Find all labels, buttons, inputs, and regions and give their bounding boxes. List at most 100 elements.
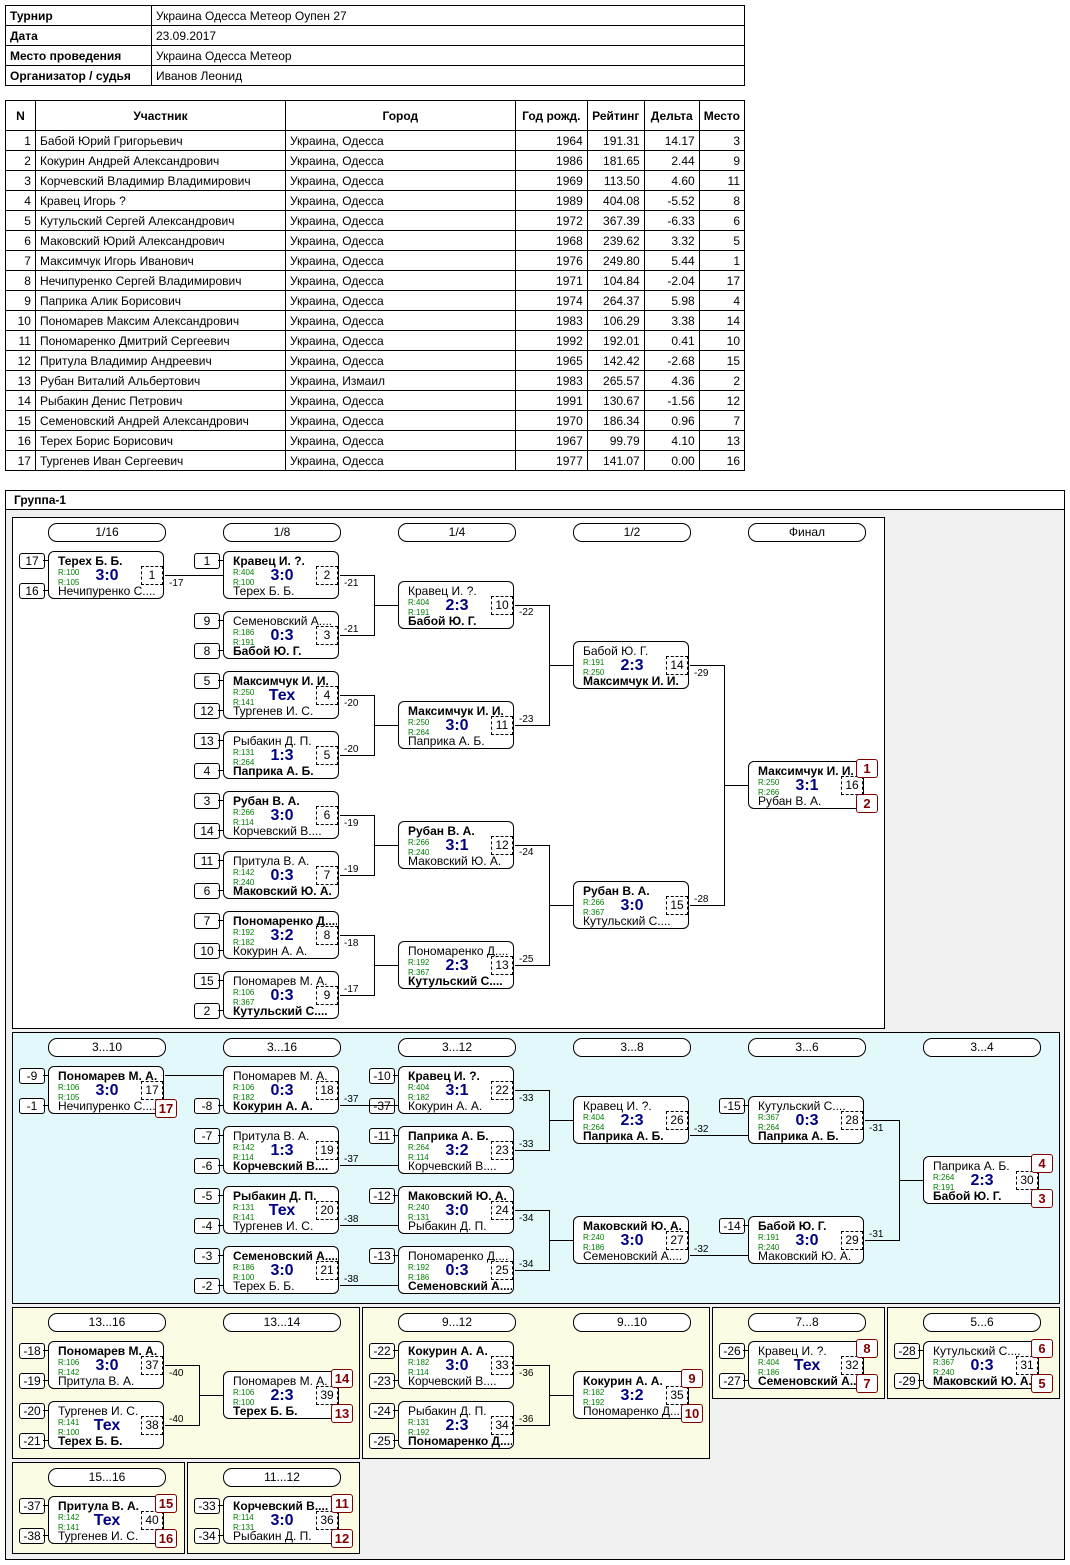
final-place-badge: 14	[331, 1369, 353, 1388]
bracket-line	[393, 1350, 399, 1351]
seed-box: -28	[894, 1343, 920, 1359]
info-value: Украина Одесса Метеор	[151, 45, 745, 66]
bracket-line	[743, 1380, 749, 1381]
bracket-line	[218, 800, 224, 801]
round-header: 15...16	[48, 1468, 166, 1487]
bracket-line	[374, 725, 398, 726]
table-cell: 14.17	[643, 130, 700, 151]
match-player-top: Притула В. А.	[233, 854, 310, 868]
match-number: 6	[316, 806, 338, 825]
table-cell: 3.32	[643, 230, 700, 251]
column-header: Участник	[34, 100, 286, 131]
bracket-line	[743, 1105, 749, 1106]
table-cell: 106.29	[586, 310, 645, 331]
bracket-line	[340, 575, 374, 576]
seed-box: -2	[194, 1278, 220, 1294]
rating-top: R:192	[233, 928, 255, 937]
seed-box: 3	[194, 793, 220, 809]
seed-box: -11	[369, 1128, 395, 1144]
rating-bottom: R:114	[408, 1368, 429, 1377]
table-cell: 1986	[514, 150, 588, 171]
table-cell: Украина, Одесса	[284, 210, 516, 231]
table-cell: 10	[5, 310, 36, 331]
match-number: 38	[141, 1416, 163, 1435]
seed-box: 13	[194, 733, 220, 749]
table-cell: Украина, Одесса	[284, 450, 516, 471]
rating-top: R:240	[583, 1233, 605, 1242]
loser-destination-label: -23	[519, 714, 534, 725]
match-number: 14	[666, 656, 688, 675]
match-player-top: Кравец И. ?.	[408, 584, 477, 598]
match-score: 0:3	[270, 867, 294, 884]
table-cell: Кравец Игорь ?	[34, 190, 286, 211]
loser-destination-label: -17	[344, 984, 359, 995]
bracket-line	[899, 1180, 923, 1181]
rating-top: R:250	[758, 778, 780, 787]
bracket-line	[340, 1225, 398, 1226]
table-cell: Украина, Одесса	[284, 310, 516, 331]
round-header: 11...12	[223, 1468, 341, 1487]
bracket-line	[340, 695, 374, 696]
table-cell: 4.36	[643, 370, 700, 391]
rating-bottom: R:264	[758, 1123, 780, 1132]
bracket-line	[218, 1505, 224, 1506]
table-cell: 8	[698, 190, 746, 211]
rating-top: R:367	[933, 1358, 955, 1367]
final-place-badge: 2	[856, 794, 878, 813]
match-player-top: Кутульский С....	[758, 1099, 846, 1113]
table-cell: 9	[5, 290, 36, 311]
table-cell: Украина, Одесса	[284, 170, 516, 191]
table-cell: -5.52	[643, 190, 700, 211]
match-player-bottom: Кутульский С....	[408, 974, 503, 988]
rating-bottom: R:192	[408, 1428, 430, 1437]
match-score: 0:3	[970, 1357, 994, 1374]
match-player-top: Рубан В. А.	[583, 884, 650, 898]
bracket-line	[43, 590, 49, 591]
loser-destination-label: -40	[169, 1414, 184, 1425]
match-number: 5	[316, 746, 338, 765]
bracket-line	[218, 1135, 224, 1136]
bracket-line	[218, 830, 224, 831]
